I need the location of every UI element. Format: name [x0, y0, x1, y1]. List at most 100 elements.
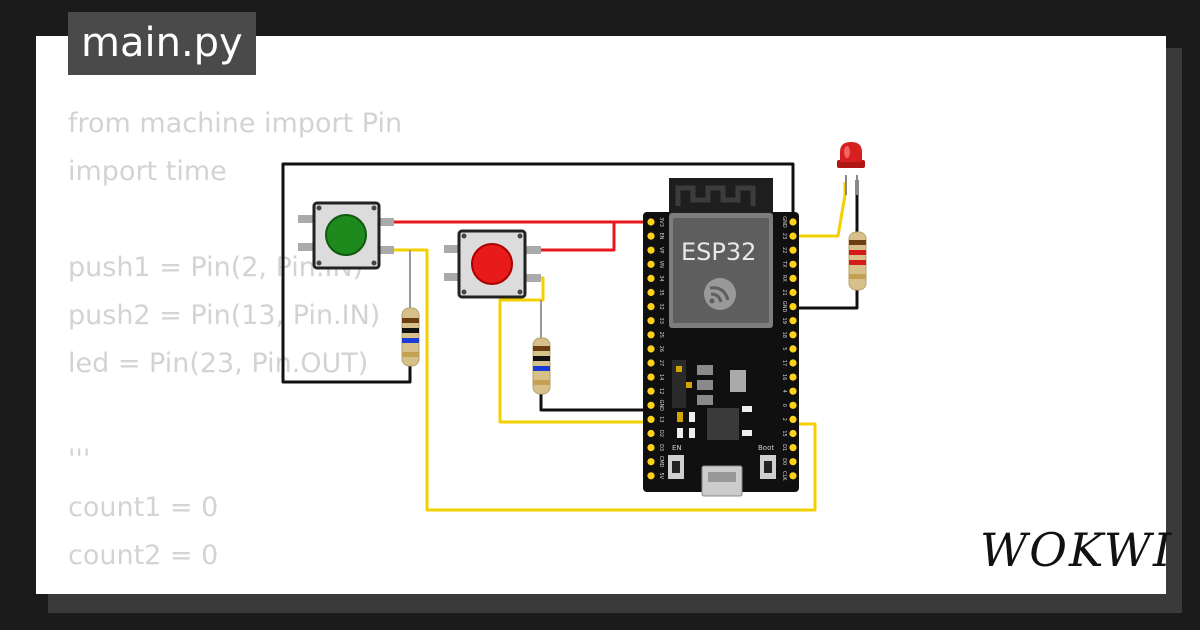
- pin-label: 34: [658, 275, 664, 281]
- header-pin[interactable]: [789, 401, 797, 409]
- header-pin[interactable]: [647, 246, 655, 254]
- pin-label: CLK: [781, 471, 787, 481]
- wire-black-r2-gnd: [539, 385, 651, 412]
- file-name-tab[interactable]: main.py: [68, 12, 256, 75]
- pin-label: VN: [658, 261, 664, 268]
- pin-label: 23: [781, 233, 787, 239]
- header-pin[interactable]: [647, 359, 655, 367]
- board-label: ESP32: [681, 238, 756, 266]
- header-pin[interactable]: [647, 303, 655, 311]
- led-red: [837, 142, 865, 195]
- header-pin[interactable]: [789, 387, 797, 395]
- header-pin[interactable]: [789, 260, 797, 268]
- header-pin[interactable]: [647, 373, 655, 381]
- pin-label: GND: [781, 216, 787, 228]
- code-line: ''': [68, 444, 91, 475]
- resistor-2: [532, 337, 551, 395]
- pin-label: EN: [658, 233, 664, 240]
- header-pin[interactable]: [789, 373, 797, 381]
- pin-label: 17: [781, 360, 787, 366]
- pin-label: 12: [658, 388, 664, 394]
- resistor-3: [848, 231, 867, 291]
- header-pin[interactable]: [647, 345, 655, 353]
- header-pin[interactable]: [647, 218, 655, 226]
- pin-label: 5: [781, 347, 787, 350]
- header-pin[interactable]: [647, 317, 655, 325]
- header-pin[interactable]: [647, 444, 655, 452]
- pin-label: 25: [658, 332, 664, 338]
- pin-label: D2: [658, 430, 664, 437]
- wire-black-r3-gnd: [793, 290, 859, 310]
- pin-label: 18: [781, 332, 787, 338]
- pin-label: 13: [658, 416, 664, 422]
- wire-black-gnd-loop: [281, 162, 795, 384]
- pin-label: 27: [658, 360, 664, 366]
- pin-label: 19: [781, 318, 787, 324]
- boot-label: Boot: [758, 444, 774, 452]
- pin-label: TX: [781, 260, 787, 268]
- header-pin[interactable]: [647, 415, 655, 423]
- header-pin[interactable]: [789, 458, 797, 466]
- pin-label: 2: [781, 418, 787, 421]
- header-pin[interactable]: [789, 303, 797, 311]
- header-pin[interactable]: [647, 458, 655, 466]
- header-pin[interactable]: [789, 317, 797, 325]
- wire-yellow-led-gpio23: [793, 182, 847, 238]
- header-pin[interactable]: [789, 331, 797, 339]
- pin-label: 26: [658, 346, 664, 352]
- en-label: EN: [672, 444, 682, 452]
- header-pin[interactable]: [789, 345, 797, 353]
- wire-red-3v3-button2: [525, 222, 616, 252]
- header-pin[interactable]: [789, 359, 797, 367]
- resistor-1: [401, 307, 420, 367]
- header-pin[interactable]: [789, 246, 797, 254]
- pin-label: 22: [781, 247, 787, 253]
- pin-label: D0: [781, 458, 787, 465]
- code-line: count2 = 0: [68, 540, 219, 571]
- pin-label: 35: [658, 289, 664, 295]
- wire-yellow-button1-gpio2: [378, 248, 817, 512]
- header-pin[interactable]: [789, 232, 797, 240]
- pin-label: VP: [658, 247, 664, 253]
- pin-label: RX: [781, 275, 787, 282]
- pin-label: 3V3: [658, 217, 664, 227]
- header-pin[interactable]: [789, 288, 797, 297]
- esp32-board: [643, 178, 799, 497]
- header-pin[interactable]: [789, 429, 797, 438]
- header-pin[interactable]: [647, 387, 655, 395]
- header-pin[interactable]: [647, 274, 655, 282]
- pin-label: 5V: [658, 472, 664, 479]
- code-line: import time: [68, 156, 227, 187]
- header-pin[interactable]: [647, 472, 655, 480]
- header-pin[interactable]: [647, 260, 655, 268]
- header-pin[interactable]: [647, 232, 655, 240]
- header-pin[interactable]: [647, 429, 655, 438]
- pin-label: 16: [781, 374, 787, 380]
- wokwi-logo[interactable]: WOKWI: [980, 523, 1174, 577]
- pin-label: 4: [781, 390, 787, 393]
- wire-yellow-button2-gpio13: [498, 276, 651, 424]
- code-line: count1 = 0: [68, 492, 219, 523]
- pin-label: CMD: [658, 456, 664, 468]
- code-line: push2 = Pin(13, Pin.IN): [68, 300, 381, 331]
- pushbutton-red: [444, 229, 541, 299]
- pin-label: 21: [781, 289, 787, 295]
- header-pin[interactable]: [789, 472, 797, 480]
- header-pin[interactable]: [647, 401, 655, 409]
- header-pin[interactable]: [647, 331, 655, 339]
- header-pin[interactable]: [647, 288, 655, 297]
- pin-label: 33: [658, 318, 664, 324]
- pin-label: D3: [658, 444, 664, 451]
- pushbutton-green: [298, 201, 394, 270]
- header-pin[interactable]: [789, 218, 797, 226]
- pin-label: 32: [658, 303, 664, 309]
- espressif-logo-icon: [704, 278, 736, 310]
- pin-label: GND: [658, 400, 664, 412]
- header-pin[interactable]: [789, 415, 797, 423]
- pin-label: GND: [781, 301, 787, 313]
- header-pin[interactable]: [789, 444, 797, 452]
- header-pin[interactable]: [789, 274, 797, 282]
- code-line: from machine import Pin: [68, 108, 403, 139]
- preview-card: [36, 36, 1166, 594]
